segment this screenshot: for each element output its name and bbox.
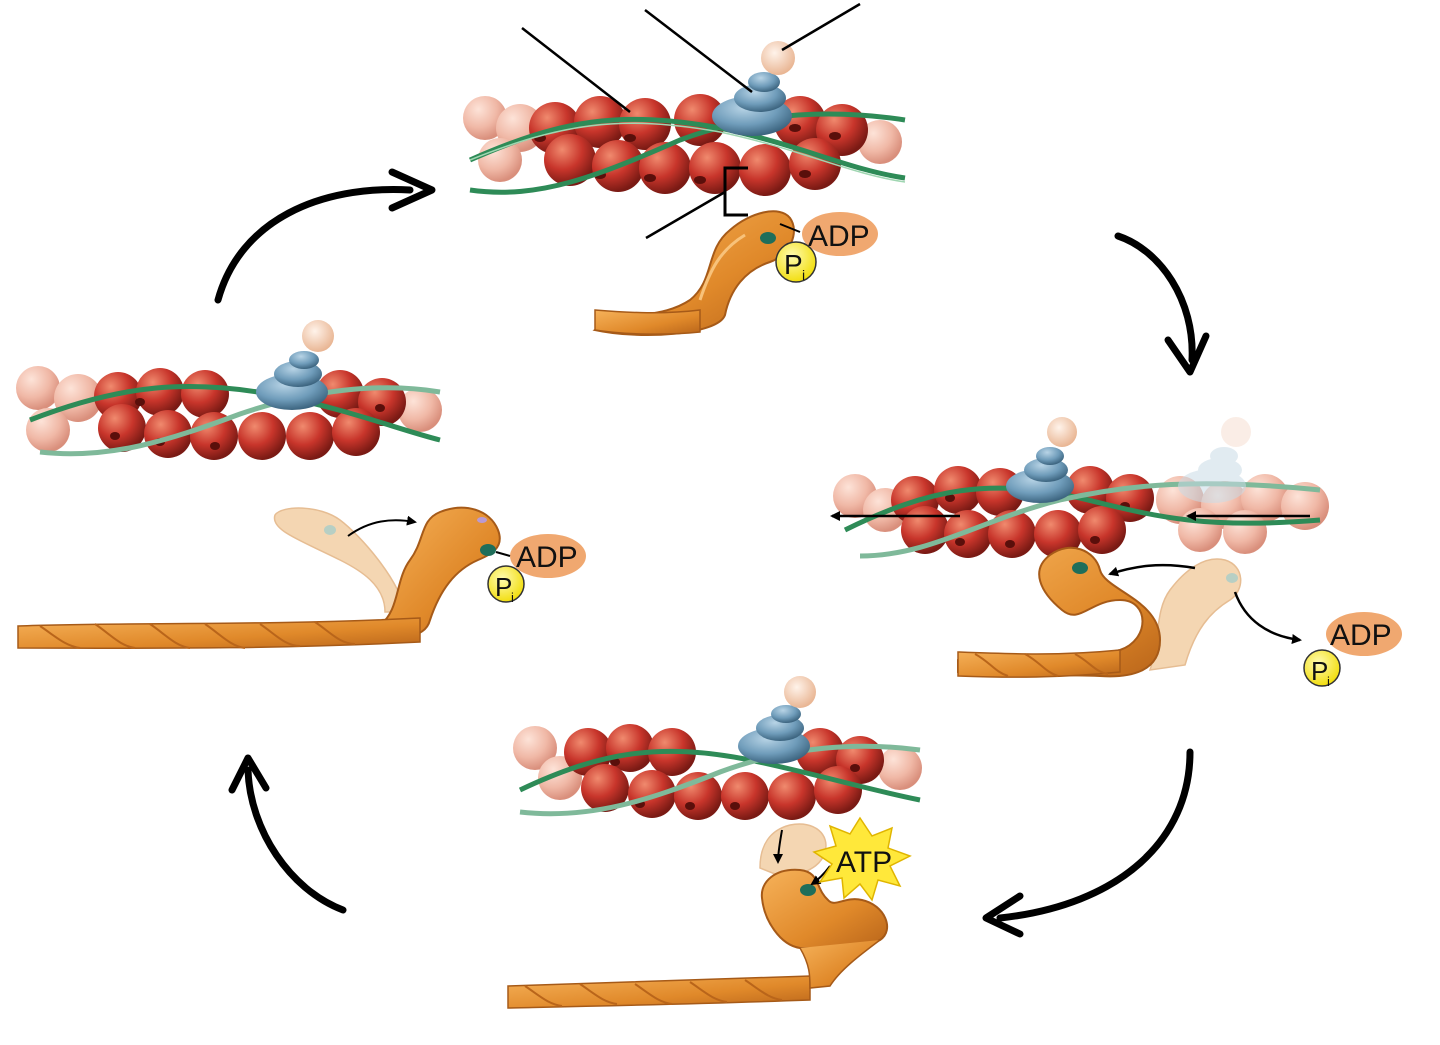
actin-filament [564,724,884,820]
head-cocking-arrow [347,515,417,537]
pi-subscript: i [802,267,805,283]
curved-arrow-icon [982,748,1194,938]
phosphate-circle-icon [775,241,817,283]
adp-label: ADP [808,220,870,253]
head-pivot-arrow [1108,563,1196,577]
phosphate-circle-icon [1303,649,1341,687]
atp-burst: ATP [812,816,912,902]
adp-pi-bound: ADP P i [775,212,878,283]
leader-lines [521,2,861,240]
troponin-complex [738,676,816,764]
starburst-icon [812,816,912,902]
panel-bottom-atp-binding: ATP [513,676,922,950]
release-arrow [1233,591,1302,644]
cycle-arrows [214,168,1210,938]
myosin-tail-left [17,617,421,649]
troponin-cap [761,41,795,75]
myosin-head [378,506,501,637]
troponin-complex [712,41,795,136]
pi-label: P [1311,656,1328,686]
pi-label: P [495,572,512,602]
binding-site-bracket [723,166,748,217]
curved-arrow-icon [214,168,436,304]
adp-pi-released: ADP P i [1303,612,1402,689]
atp-label: ATP [836,846,892,879]
myosin-binding-site [760,232,776,244]
panel-top-attached: ADP P i [463,2,906,336]
troponin-complex-faded [1178,417,1251,503]
troponin-complex [256,320,334,410]
curved-arrow-icon [228,754,347,914]
adp-pi-bound: ADP P i [487,534,586,605]
adp-label: ADP [1330,619,1392,652]
troponin-complex [1006,417,1077,503]
actin-faded [16,366,442,452]
myosin-head-faded [1148,558,1242,671]
myosin-head [592,210,795,336]
thick-filament-tails [17,309,1121,1009]
tropomyosin-strand [518,743,921,817]
myosin-tail-top [594,309,701,335]
curved-arrow-icon [1114,232,1210,376]
pi-subscript: i [1327,674,1330,689]
panel-right-power-stroke: ADP P i [830,417,1402,689]
adp-bubble [802,212,878,256]
phosphate-circle-icon [487,565,525,603]
pi-subscript: i [511,590,514,605]
movement-arrows [830,511,1310,644]
myosin-tail-bottom [507,939,881,1009]
myosin-tail-right [957,649,1121,678]
actin-filament [94,368,406,460]
pi-label: P [784,249,803,280]
tropomyosin-strand [468,111,906,195]
adp-label: ADP [516,541,578,574]
myosin-head-faded [273,507,406,613]
panel-left-cocking: ADP P i [16,320,586,637]
